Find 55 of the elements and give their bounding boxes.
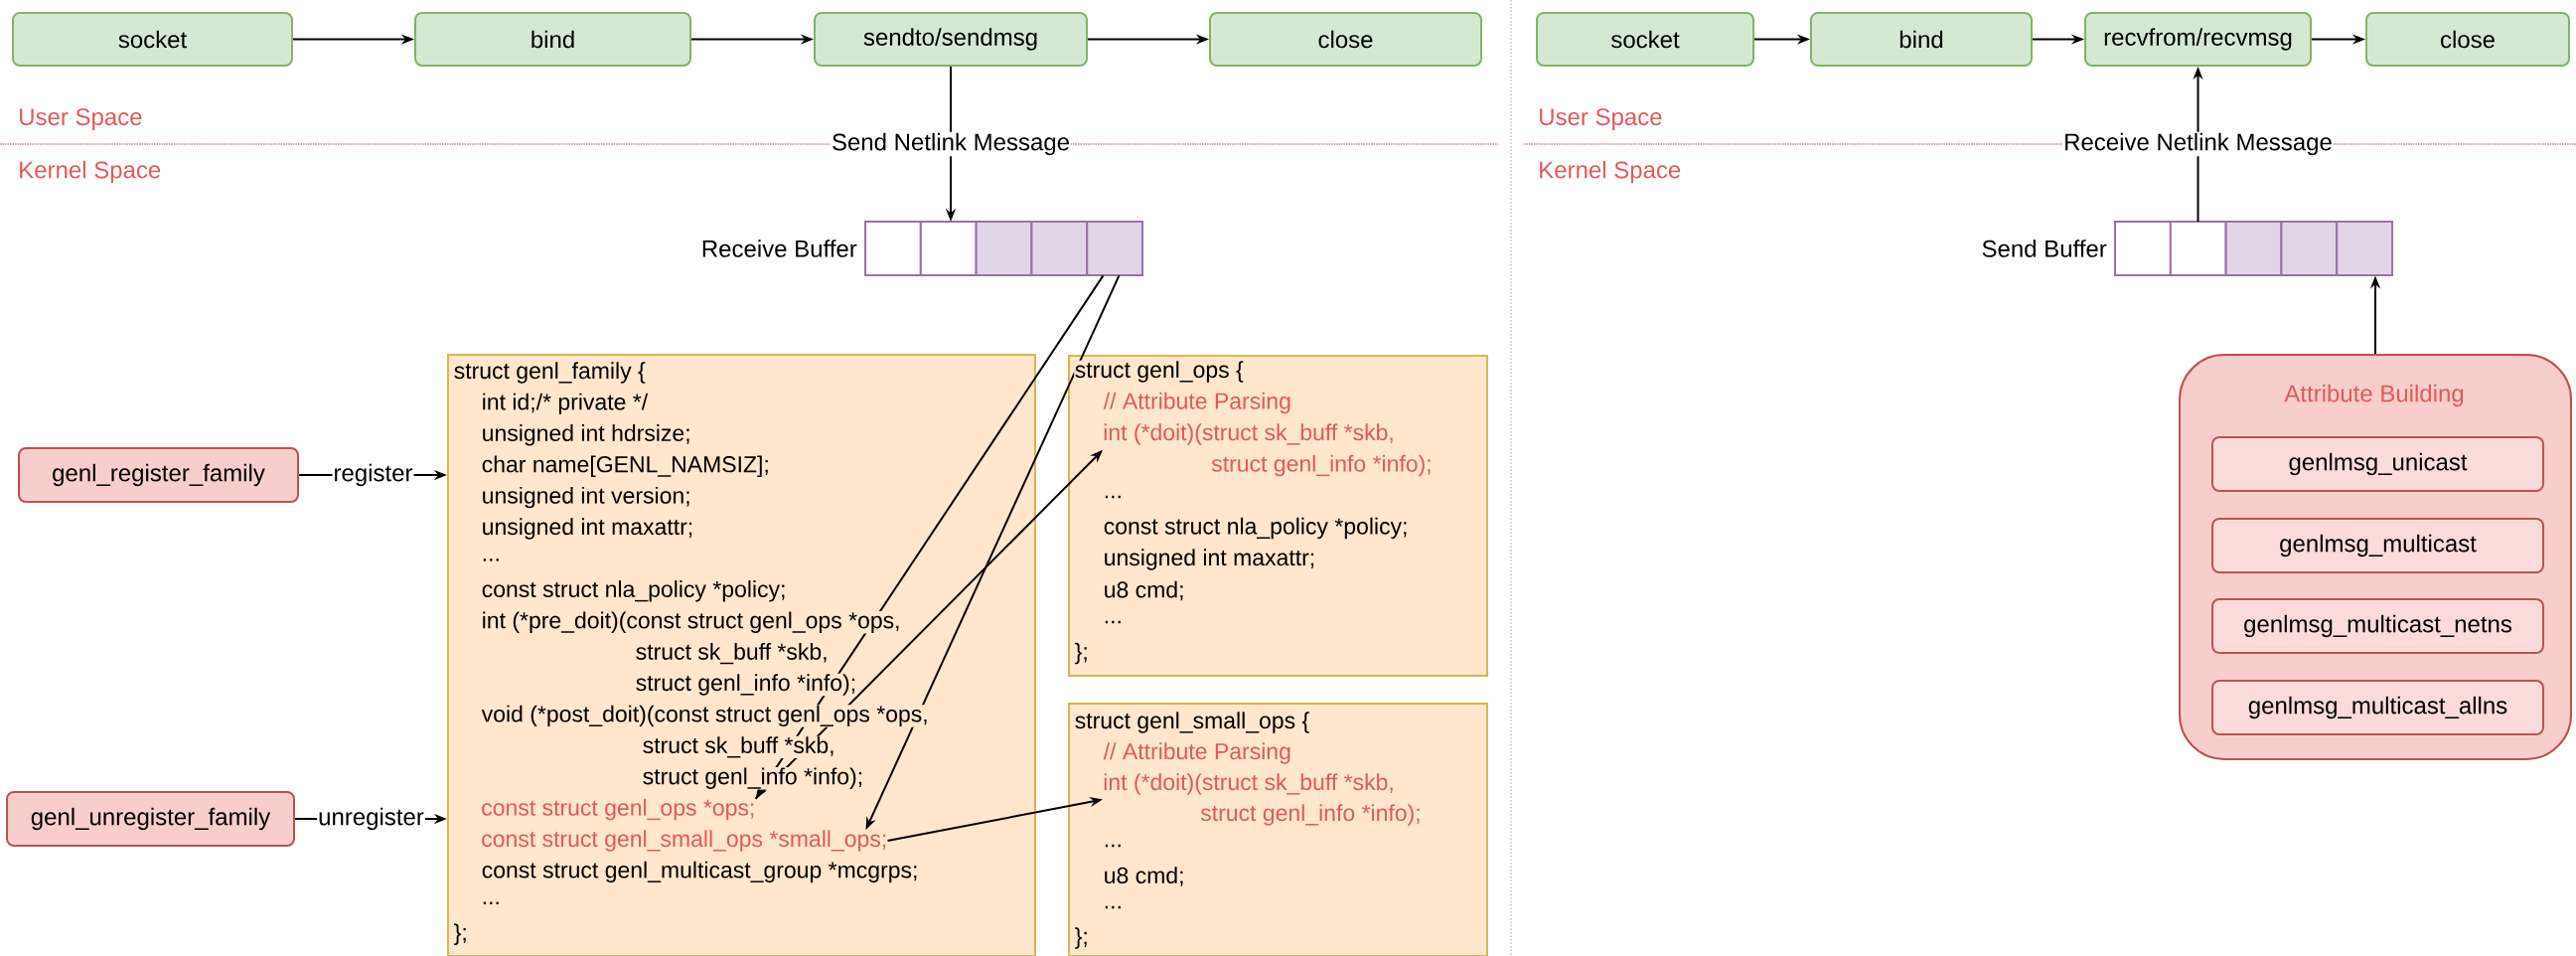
function-box: genlmsg_multicast (2211, 518, 2545, 573)
code-line: // Attribute Parsing (1103, 392, 1292, 414)
code-line: struct genl_small_ops { (1074, 711, 1310, 734)
code-line: u8 cmd; (1103, 866, 1186, 887)
function-box: genlmsg_multicast_allns (2211, 680, 2545, 735)
code-line: struct genl_family { (453, 361, 647, 385)
function-box: genlmsg_multicast_netns (2211, 598, 2545, 654)
group-title: Attribute Building (2284, 384, 2464, 407)
space-label: Kernel Space (20, 160, 161, 184)
code-line: }; (453, 923, 469, 946)
process-box: recvfrom/recvmsg (2084, 12, 2313, 67)
edge-label: register (332, 462, 414, 488)
buffer-label: Receive Buffer (702, 239, 857, 257)
code-line: int id;/* private */ (481, 393, 649, 415)
space-label: User Space (1540, 108, 1662, 130)
code-line: unsigned int maxattr; (1103, 548, 1316, 571)
code-line: unsigned int hdrsize; (481, 423, 692, 447)
buffer-label: Send Buffer (1982, 239, 2107, 257)
function-box: genl_unregister_family (6, 791, 295, 847)
code-line: ... (1103, 495, 1124, 499)
function-box: genl_register_family (18, 447, 299, 503)
process-box: socket (12, 12, 293, 67)
code-field: int (*doit)(struct sk_buff *skb, struct genl_info *info); (1104, 773, 1420, 826)
code-line: ... (1103, 905, 1124, 909)
code-line: ... (1103, 620, 1124, 624)
code-line: const struct genl_multicast_group *mcgrps; (481, 861, 919, 883)
code-line: ... (481, 901, 502, 905)
code-line: u8 cmd; (1103, 580, 1186, 601)
process-box: socket (1536, 12, 1754, 67)
code-line: }; (1074, 926, 1090, 950)
code-line: unsigned int maxattr; (481, 517, 694, 541)
code-field: int (*doit)(struct sk_buff *skb, struct genl_info *info); (1104, 423, 1431, 477)
code-line: const struct nla_policy *policy; (481, 579, 787, 603)
code-line: // Attribute Parsing (1103, 741, 1292, 765)
struct-box (1068, 703, 1488, 956)
process-box: sendto/sendmsg (814, 12, 1088, 67)
process-box: bind (1810, 12, 2034, 67)
edge-label: unregister (317, 806, 425, 832)
code-line: unsigned int version; (481, 486, 692, 509)
code-line: }; (1074, 642, 1090, 665)
code-line: const struct nla_policy *policy; (1103, 517, 1410, 540)
code-line: ... (481, 558, 502, 562)
function-box: genlmsg_unicast (2211, 436, 2545, 492)
process-box: close (2365, 12, 2571, 67)
space-label: Kernel Space (1540, 160, 1681, 184)
code-line: ... (1103, 844, 1124, 848)
code-line: struct sk_buff *skb, (635, 642, 830, 665)
code-line: char name[GENL_NAMSIZ]; (481, 455, 771, 478)
edge-label: Receive Netlink Message (2062, 131, 2334, 157)
space-label: User Space (20, 108, 142, 130)
process-box: close (1209, 12, 1482, 67)
code-field: const struct genl_small_ops *small_ops; (482, 830, 886, 852)
edge-label: Send Netlink Message (830, 131, 1072, 157)
code-field: const struct genl_ops *ops; (482, 798, 754, 821)
process-box: bind (414, 12, 691, 67)
